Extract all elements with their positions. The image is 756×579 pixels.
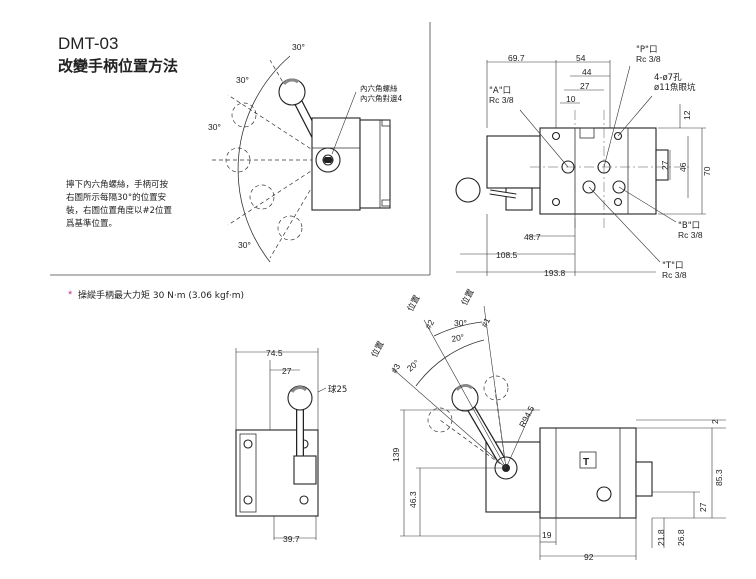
angle-label-3: 30°: [208, 122, 221, 132]
dim-27: 27: [580, 81, 590, 91]
dim-70: 70: [702, 166, 712, 176]
angle-label-4: 30°: [238, 240, 251, 250]
handle-ball-side-view: [451, 384, 479, 412]
dim-27-vertical: 27: [660, 160, 670, 170]
dim-44: 44: [582, 67, 592, 77]
dim-193-8: 193.8: [544, 268, 566, 278]
instruction-line-3: 裝，右圖位置角度以#2位置: [66, 205, 173, 216]
port-t-label: "T"口: [662, 261, 684, 271]
dim-21-8: 21.8: [656, 529, 666, 546]
dim-69-7: 69.7: [508, 53, 525, 63]
ball-size-label: 球25: [328, 384, 347, 395]
dim-46: 46: [678, 162, 688, 172]
tm-logo: T: [583, 457, 589, 468]
screw-label: 內六角螺絲: [360, 83, 398, 93]
dim-26-8: 26.8: [676, 529, 686, 546]
dim-48-7: 48.7: [524, 232, 541, 242]
port-b-label: "B"口: [678, 221, 700, 231]
port-p-label: "P"口: [636, 45, 657, 55]
handle-radial-lines: [210, 59, 329, 259]
dim-46-3: 46.3: [408, 491, 418, 508]
handle-ball-front-view: [287, 385, 313, 411]
handle-sweep-arc: [237, 55, 291, 263]
side-view: T R94.5 位置 #2 位置 #1 位置 #3 30° 20° 20°: [369, 287, 726, 562]
torque-note: * 操縱手柄最大力矩 30 N·m (3.06 kgf·m): [68, 289, 244, 301]
pos3-word: 位置: [369, 339, 387, 360]
dim-10: 10: [566, 94, 576, 104]
dim-27-front: 27: [282, 366, 292, 376]
dim-74-5: 74.5: [266, 348, 283, 358]
dim-108-5: 108.5: [496, 250, 518, 260]
valve-face-view: 69.7 54 44 27 10 12 27 46 70 48.7 108.5 …: [455, 45, 712, 280]
port-a-thread: Rc 3/8: [489, 95, 514, 105]
angle-label-2: 30°: [236, 75, 249, 85]
handle-housing: [486, 135, 541, 189]
ghost-position-1: [483, 375, 509, 401]
handle-ball: [278, 78, 306, 106]
instruction-line-1: 擰下內六角螺絲，手柄可按: [66, 179, 169, 190]
mounting-holes-label: 4-ø7孔: [654, 73, 682, 83]
port-callouts: "P"口 Rc 3/8 "A"口 Rc 3/8 4-ø7孔 ø11魚眼坑 "B"…: [489, 45, 703, 280]
tm-logo-box: [579, 451, 597, 469]
counterbore-label: ø11魚眼坑: [654, 82, 696, 93]
dim-27-side: 27: [698, 502, 708, 512]
front-view: 球25 74.5 27 39.7: [235, 348, 347, 544]
section-title: 改變手柄位置方法: [58, 57, 178, 75]
dim-92: 92: [584, 552, 594, 562]
instruction-line-2: 右圖所示每隔30°的位置安: [66, 192, 166, 203]
port-p-thread: Rc 3/8: [636, 54, 661, 64]
side-view-body: [539, 427, 637, 519]
screw-leader: [331, 91, 357, 155]
port-b-thread: Rc 3/8: [678, 230, 703, 240]
dim-12: 12: [682, 110, 692, 120]
valve-body-outline: [311, 117, 391, 211]
screw-size-label: 內六角對邊4: [360, 93, 402, 103]
ghost-handles: [225, 102, 303, 241]
dim-2: 2: [710, 419, 720, 424]
radius-label: R94.5: [517, 404, 537, 429]
angle-20-b: 20°: [405, 358, 421, 374]
pos2-word: 位置: [405, 293, 423, 314]
dim-39-7: 39.7: [283, 534, 300, 544]
port-t-thread: Rc 3/8: [662, 270, 687, 280]
ghost-position-3: [427, 407, 453, 433]
dim-54: 54: [576, 53, 586, 63]
valve-body: [539, 127, 657, 215]
pos1-number: #1: [479, 316, 492, 329]
torque-text: 操縱手柄最大力矩 30 N·m (3.06 kgf·m): [78, 289, 244, 301]
pos3-number: #3: [389, 362, 402, 375]
dim-85-3: 85.3: [714, 469, 724, 486]
port-a-label: "A"口: [489, 86, 511, 96]
angle-label-1: 30°: [292, 42, 305, 52]
torque-star: *: [68, 289, 73, 301]
angle-20-a: 20°: [451, 332, 465, 344]
instruction-line-4: 爲基準位置。: [66, 218, 117, 229]
pos1-word: 位置: [459, 287, 477, 308]
angle-30-side: 30°: [454, 318, 467, 328]
pos2-number: #2: [423, 318, 436, 331]
handle-ball-face-view: [455, 177, 481, 203]
model-title: DMT-03: [58, 34, 118, 53]
handle-position-panel: DMT-03 改變手柄位置方法 擰下內六角螺絲，手柄可按 右圖所示每隔30°的位…: [50, 22, 431, 276]
dim-19: 19: [542, 530, 552, 540]
instruction-text: 擰下內六角螺絲，手柄可按 右圖所示每隔30°的位置安 裝，右圖位置角度以#2位置…: [66, 179, 173, 229]
dim-139: 139: [391, 448, 401, 462]
